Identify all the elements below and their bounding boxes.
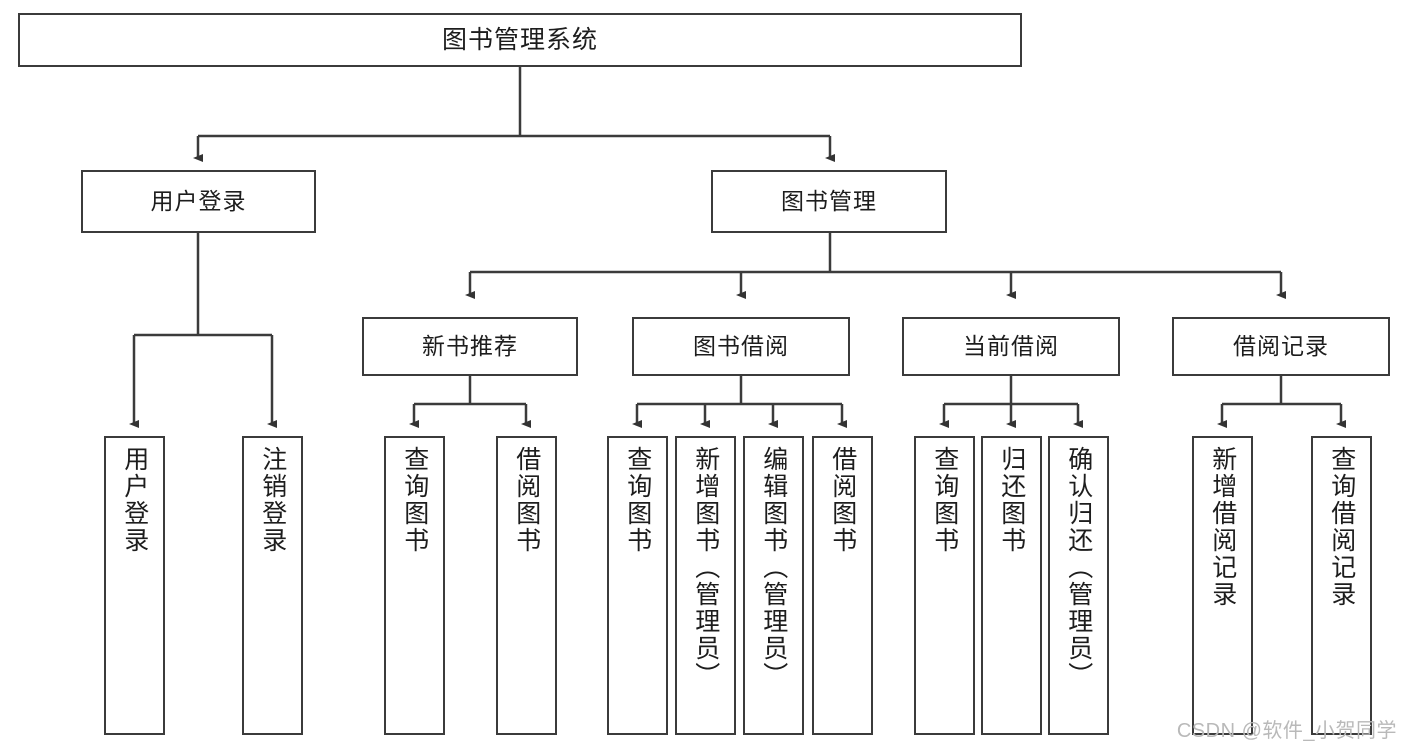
- node-label: 归还图书: [997, 446, 1026, 554]
- node-label: 新书推荐: [422, 332, 518, 359]
- node-label: 新增借阅记录: [1208, 446, 1237, 608]
- leaf-confirm-return[interactable]: 确认归还（管理员）: [1048, 436, 1109, 735]
- node-new-book-rec[interactable]: 新书推荐: [362, 317, 578, 376]
- node-label: 借阅图书: [512, 446, 541, 554]
- leaf-query-record[interactable]: 查询借阅记录: [1311, 436, 1372, 735]
- node-label: 查询借阅记录: [1327, 446, 1356, 608]
- node-label: 注销登录: [258, 446, 287, 554]
- node-label: 查询图书: [930, 446, 959, 554]
- node-label: 借阅记录: [1233, 332, 1329, 359]
- leaf-edit-book[interactable]: 编辑图书（管理员）: [743, 436, 804, 735]
- node-current-borrow[interactable]: 当前借阅: [902, 317, 1120, 376]
- node-borrow-record[interactable]: 借阅记录: [1172, 317, 1390, 376]
- leaf-query-book-2[interactable]: 查询图书: [607, 436, 668, 735]
- node-label: 确认归还（管理员）: [1064, 446, 1093, 689]
- node-label: 新增图书（管理员）: [691, 446, 720, 689]
- node-label: 图书管理系统: [441, 26, 598, 54]
- node-label: 图书管理: [781, 187, 877, 214]
- node-label: 编辑图书（管理员）: [759, 446, 788, 689]
- leaf-query-book-1[interactable]: 查询图书: [384, 436, 445, 735]
- node-book-borrow[interactable]: 图书借阅: [632, 317, 850, 376]
- csdn-watermark: CSDN @软件_小贺同学: [1176, 720, 1397, 742]
- node-label: 用户登录: [120, 446, 149, 554]
- node-label: 用户登录: [150, 187, 247, 214]
- leaf-borrow-book-2[interactable]: 借阅图书: [812, 436, 873, 735]
- leaf-logout[interactable]: 注销登录: [242, 436, 303, 735]
- leaf-add-book[interactable]: 新增图书（管理员）: [675, 436, 736, 735]
- leaf-user-login[interactable]: 用户登录: [104, 436, 165, 735]
- node-label: 查询图书: [623, 446, 652, 554]
- leaf-query-book-3[interactable]: 查询图书: [914, 436, 975, 735]
- node-label: 查询图书: [400, 446, 429, 554]
- leaf-return-book[interactable]: 归还图书: [981, 436, 1042, 735]
- node-label: 当前借阅: [963, 332, 1059, 359]
- node-label: 借阅图书: [828, 446, 857, 554]
- leaf-add-record[interactable]: 新增借阅记录: [1192, 436, 1253, 735]
- leaf-borrow-book-1[interactable]: 借阅图书: [496, 436, 557, 735]
- node-user-login[interactable]: 用户登录: [81, 170, 316, 233]
- node-root-system[interactable]: 图书管理系统: [18, 13, 1022, 67]
- node-book-manage[interactable]: 图书管理: [711, 170, 947, 233]
- node-label: 图书借阅: [693, 332, 789, 359]
